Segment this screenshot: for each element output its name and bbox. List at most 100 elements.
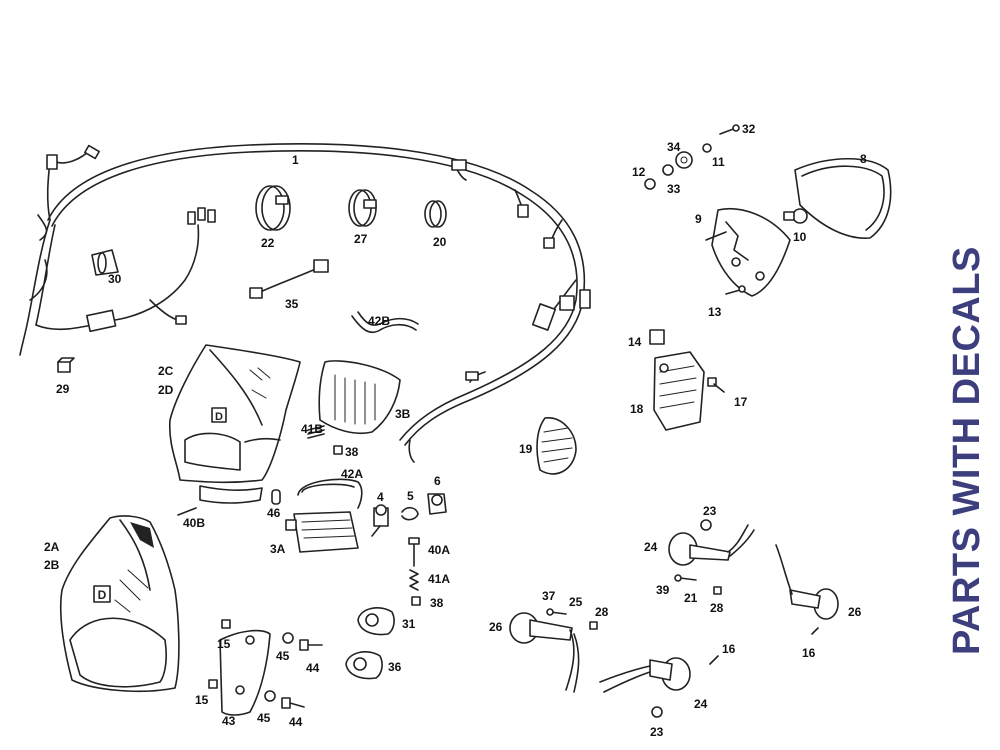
nut-15-lower [208,679,218,689]
label-20: 20 [433,235,447,249]
indicator-front-left [599,657,691,693]
label-3b: 3B [395,407,411,421]
spring-41a [409,569,419,591]
label-23-upper: 23 [703,504,717,518]
label-40b: 40B [183,516,206,530]
mount-bracket-36 [345,651,383,680]
label-36: 36 [388,660,402,674]
label-27: 27 [354,232,368,246]
indicator-front-right [668,519,755,566]
horn [536,417,577,475]
screw-37 [546,608,567,616]
label-14: 14 [628,335,642,349]
grommet-46 [271,489,281,505]
label-45-upper: 45 [276,649,290,663]
label-25: 25 [569,595,583,609]
label-10: 10 [793,230,807,244]
front-fairing-lower [59,515,180,693]
label-2b: 2B [44,558,60,572]
washer-stack [644,124,740,190]
label-8: 8 [860,152,867,166]
label-44-upper: 44 [306,661,320,675]
label-15-upper: 15 [217,637,231,651]
label-37: 37 [542,589,556,603]
tail-light-bulb [783,208,808,224]
label-46: 46 [267,506,281,520]
nut-15-upper [221,619,231,629]
label-42b: 42B [368,314,391,328]
spring-clip [401,506,419,521]
label-44-lower: 44 [289,715,303,729]
label-31: 31 [402,617,416,631]
label-3a: 3A [270,542,286,556]
washer-45-lower [264,690,276,702]
parts-with-decals-title: PARTS WITH DECALS [946,246,988,655]
label-40a: 40A [428,543,451,557]
label-30: 30 [108,272,122,286]
label-2c: 2C [158,364,174,378]
indicator-rear-left [509,612,580,693]
hose-clamp-22 [255,185,291,231]
label-9: 9 [695,212,702,226]
mount-bracket-31 [357,607,395,636]
label-45-lower: 45 [257,711,271,725]
label-28-right: 28 [710,601,724,615]
label-5: 5 [407,489,414,503]
label-26-left: 26 [489,620,503,634]
hose-clamp-27 [348,189,377,227]
label-38-lower: 38 [430,596,444,610]
hose-clamp-20 [424,200,447,228]
label-6: 6 [434,474,441,488]
bracket-42a [297,478,363,509]
label-18: 18 [630,402,644,416]
label-12: 12 [632,165,646,179]
spring-41b [307,425,325,439]
bolt-17 [707,377,725,393]
label-41b: 41B [301,422,324,436]
label-42a: 42A [341,467,364,481]
rectifier-regulator [653,351,705,431]
clip-14 [649,329,665,345]
wiring-harness [19,143,591,463]
bulb-socket [371,504,389,537]
screw-16-left [709,655,719,665]
label-1: 1 [292,153,299,167]
tail-light-lens [794,158,892,239]
front-fairing-upper [168,344,301,504]
fuse [57,357,75,373]
label-15-lower: 15 [195,693,209,707]
label-26-right: 26 [848,605,862,619]
tube-42b [351,315,417,334]
label-35: 35 [285,297,299,311]
label-43: 43 [222,714,236,728]
label-13: 13 [708,305,722,319]
label-32: 32 [742,122,756,136]
label-38-upper: 38 [345,445,359,459]
label-29: 29 [56,382,70,396]
tail-light-housing [705,208,791,297]
indicator-rear-right [775,544,839,620]
label-33: 33 [667,182,681,196]
label-11: 11 [712,155,725,169]
label-41a: 41A [428,572,451,586]
bolt-40a [408,537,420,567]
bulb-23-lower [651,706,663,718]
nut-38-lower [411,596,421,606]
bolt-44-lower [281,697,305,709]
label-23-lower: 23 [650,725,664,739]
label-21: 21 [684,591,698,605]
label-28-left: 28 [595,605,609,619]
label-39: 39 [656,583,670,597]
label-4: 4 [377,490,384,504]
screw-16-right [811,627,819,635]
nut-28-left [589,621,598,630]
nut-38-upper [333,445,343,455]
label-16-right: 16 [802,646,816,660]
label-24-lower: 24 [694,697,708,711]
label-17: 17 [734,395,748,409]
label-34: 34 [667,140,681,154]
jumper-cable [249,259,329,299]
headlight-cover [318,360,401,435]
